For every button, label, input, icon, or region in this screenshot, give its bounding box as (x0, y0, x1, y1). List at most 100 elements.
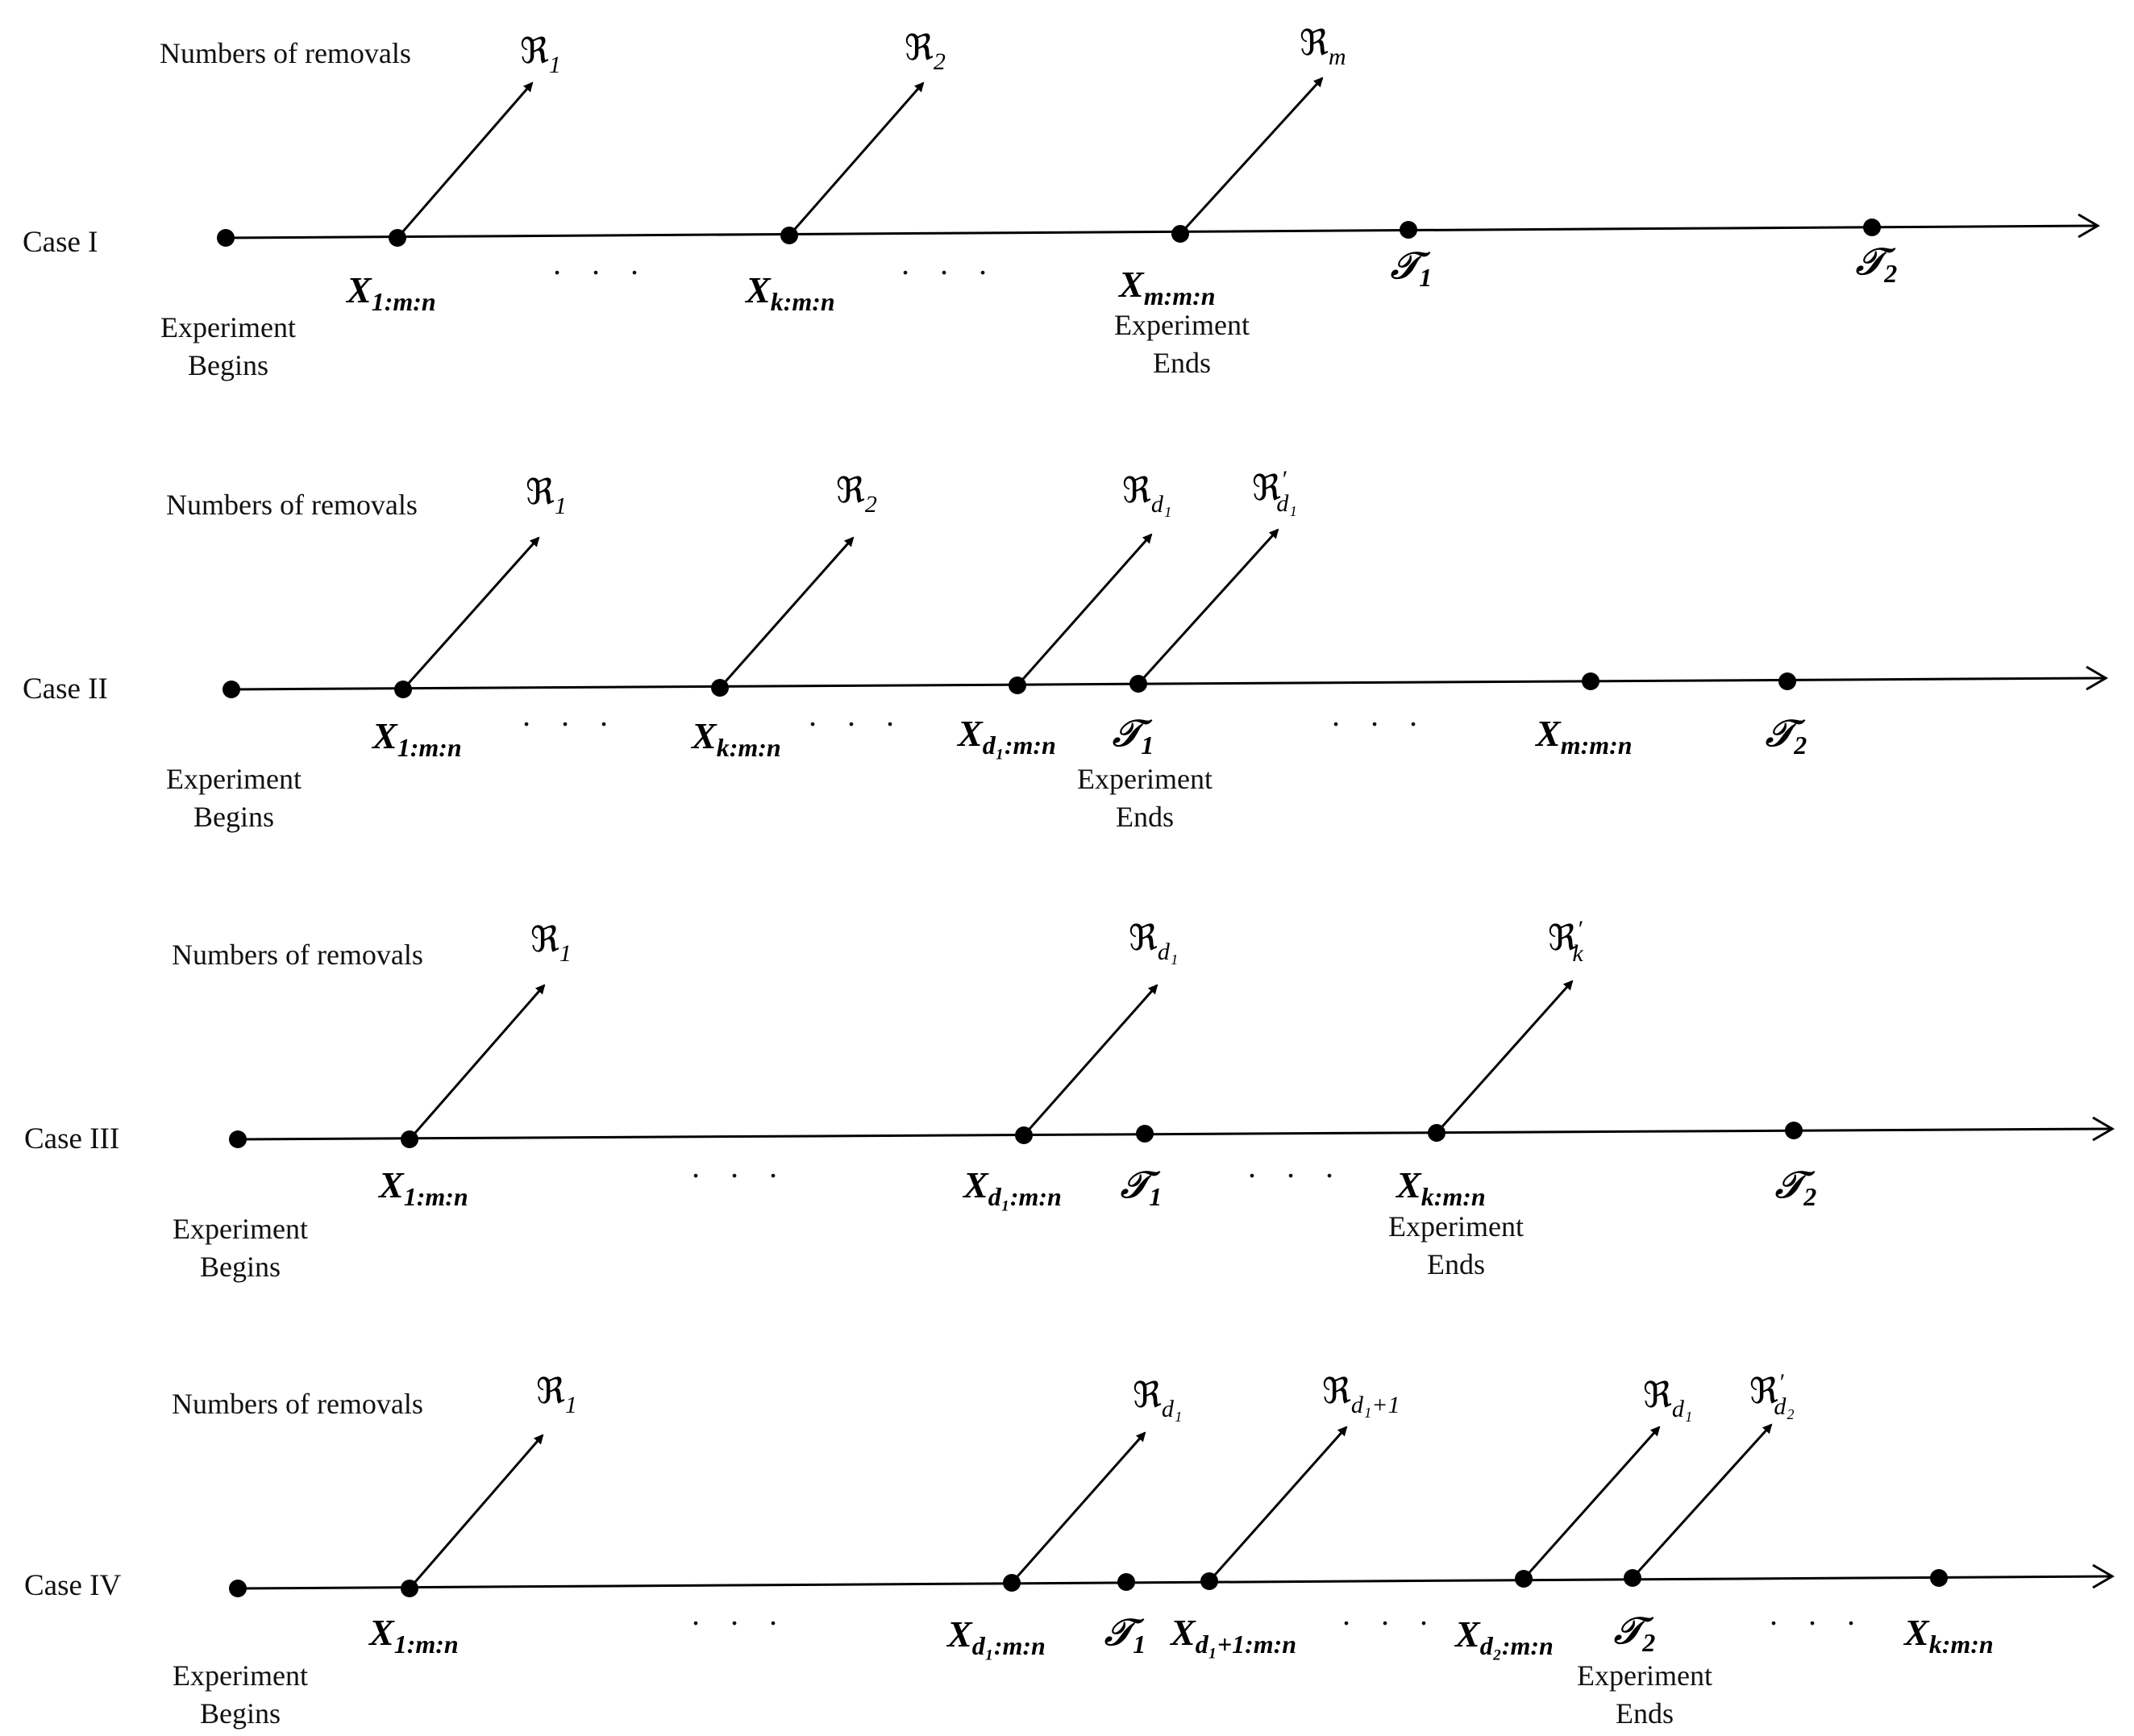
case-2-time-axis (231, 676, 2105, 691)
case-4-start-dot (229, 1580, 247, 1597)
case-4-removal-arrow-3 (1208, 1426, 1348, 1582)
case-2-ellipsis-3: . . . (1332, 697, 1429, 733)
case-2-point-label-t2: 𝒯2 (1765, 713, 1807, 760)
case-2-name: Case II (23, 672, 108, 706)
case-1-removal-arrow-1 (396, 81, 534, 239)
case-3-experiment-ends-2: Ends (1427, 1248, 1485, 1280)
case-4-point-t1 (1117, 1573, 1135, 1591)
case-1-time-axis (225, 224, 2097, 239)
case-1-removal-arrow-2 (788, 81, 925, 236)
case-2-experiment-ends-1: Experiment (1077, 763, 1213, 795)
case-2-experiment-ends-2: Ends (1116, 801, 1174, 833)
case-1-point-label-t1: 𝒯1 (1390, 245, 1432, 292)
case-3-point-label-x1: X1:m:n (377, 1164, 468, 1211)
case-4-experiment-begins-1: Experiment (173, 1659, 308, 1692)
case-1-panel: Numbers of removals Case I ℜ1 ℜ2 ℜm X1:m… (23, 23, 2100, 381)
case-3-experiment-ends-1: Experiment (1388, 1210, 1524, 1243)
case-2-axis-arrowhead (2086, 665, 2108, 691)
case-4-point-label-xd1p1: Xd₁+1:m:n (1169, 1612, 1296, 1659)
case-3-experiment-begins-2: Begins (200, 1251, 281, 1283)
case-2-point-label-t1: 𝒯1 (1112, 713, 1154, 760)
case-1-removal-label-3: ℜm (1300, 23, 1346, 70)
case-1-point-label-t2: 𝒯2 (1855, 241, 1897, 288)
case-4-removal-arrow-5 (1631, 1423, 1773, 1580)
case-2-point-label-xk: Xk:m:n (690, 715, 781, 762)
case-4-removal-label-5: ℜ′d₂ (1749, 1369, 1795, 1420)
case-2-start-dot (223, 681, 240, 698)
case-3-experiment-begins-1: Experiment (173, 1213, 308, 1245)
case-4-removal-arrow-4 (1522, 1426, 1661, 1580)
case-4-removal-label-3: ℜd₁+1 (1322, 1371, 1400, 1418)
case-4-removal-label-2: ℜd₁ (1133, 1375, 1182, 1422)
case-2-experiment-begins-1: Experiment (166, 763, 302, 795)
case-4-ellipsis-3: . . . (1770, 1596, 1866, 1632)
case-2-removal-arrow-2 (718, 536, 855, 689)
case-4-removal-label-4: ℜd₁ (1643, 1375, 1692, 1422)
case-3-point-label-xk: Xk:m:n (1395, 1164, 1486, 1211)
case-1-point-label-xk: Xk:m:n (744, 269, 835, 316)
case-1-point-t1 (1400, 221, 1417, 239)
case-4-panel: Numbers of removals Case IV ℜ1 ℜd₁ ℜd₁+1… (24, 1369, 2115, 1730)
case-2-removals-label: Numbers of removals (166, 489, 418, 521)
case-1-removal-label-2: ℜ2 (905, 27, 946, 75)
case-4-experiment-begins-2: Begins (200, 1697, 281, 1730)
case-2-point-label-x1: X1:m:n (371, 715, 462, 762)
case-1-experiment-ends-2: Ends (1153, 347, 1211, 379)
case-2-removal-label-3: ℜd₁ (1122, 470, 1171, 518)
case-2-removal-arrow-1 (401, 536, 540, 690)
case-4-time-axis (237, 1575, 2111, 1590)
case-4-axis-arrowhead (2092, 1563, 2115, 1589)
case-4-removal-label-1: ℜ1 (536, 1371, 577, 1418)
case-2-removal-arrow-3 (1016, 533, 1153, 686)
case-3-start-dot (229, 1130, 247, 1148)
case-2-ellipsis-2: . . . (809, 697, 905, 733)
case-4-experiment-ends-1: Experiment (1577, 1659, 1712, 1692)
case-2-removal-label-1: ℜ1 (526, 472, 567, 519)
case-3-removal-arrow-3 (1435, 980, 1574, 1134)
case-4-removal-arrow-1 (408, 1434, 544, 1589)
case-1-experiment-ends-1: Experiment (1114, 309, 1250, 341)
case-2-point-label-xm: Xm:m:n (1534, 713, 1633, 760)
case-2-ellipsis-1: . . . (522, 697, 619, 733)
case-2-experiment-begins-2: Begins (193, 801, 274, 833)
case-3-point-label-xd1: Xd₁:m:n (962, 1164, 1062, 1211)
case-3-removal-arrow-1 (408, 984, 546, 1140)
case-3-removals-label: Numbers of removals (172, 939, 423, 971)
case-4-ellipsis-2: . . . (1342, 1596, 1439, 1632)
case-4-point-label-x1: X1:m:n (368, 1612, 459, 1659)
case-3-time-axis (237, 1127, 2111, 1141)
case-2-point-t2 (1778, 672, 1796, 690)
case-4-point-label-t1: 𝒯1 (1104, 1612, 1146, 1659)
case-4-experiment-ends-2: Ends (1616, 1697, 1674, 1730)
case-3-point-t2 (1785, 1122, 1803, 1139)
case-1-removal-arrow-3 (1179, 77, 1324, 235)
case-4-point-label-xd1: Xd₁:m:n (946, 1613, 1046, 1660)
case-2-removal-arrow-4 (1137, 528, 1279, 685)
case-3-removal-label-2: ℜd₁ (1129, 918, 1178, 965)
case-4-point-label-xk: Xk:m:n (1903, 1612, 1994, 1659)
case-4-point-label-t2: 𝒯2 (1613, 1610, 1655, 1657)
case-1-removal-label-1: ℜ1 (520, 31, 561, 78)
case-1-name: Case I (23, 226, 98, 259)
case-3-removal-label-1: ℜ1 (530, 919, 572, 967)
case-3-panel: Numbers of removals Case III ℜ1 ℜd₁ ℜ′k … (24, 916, 2115, 1283)
case-2-point-label-xd1: Xd₁:m:n (956, 713, 1056, 760)
case-4-ellipsis-1: . . . (692, 1596, 788, 1632)
case-2-removal-label-2: ℜ2 (836, 470, 877, 518)
case-1-point-label-xm: Xm:m:n (1117, 264, 1216, 310)
case-3-removal-label-3: ℜ′k (1548, 916, 1583, 967)
case-1-experiment-begins-2: Begins (188, 349, 268, 381)
case-4-removal-arrow-2 (1010, 1431, 1146, 1584)
case-2-panel: Numbers of removals Case II ℜ1 ℜ2 ℜd₁ ℜ′… (23, 466, 2108, 833)
case-3-point-t1 (1136, 1125, 1154, 1143)
case-2-removal-label-4: ℜ′d₁ (1252, 466, 1297, 517)
case-1-experiment-begins-1: Experiment (160, 311, 296, 343)
case-4-removals-label: Numbers of removals (172, 1388, 423, 1420)
case-1-point-label-x1: X1:m:n (345, 269, 436, 316)
case-1-point-t2 (1863, 219, 1881, 236)
case-1-removals-label: Numbers of removals (160, 37, 411, 69)
case-1-ellipsis-2: . . . (901, 245, 998, 281)
case-4-point-label-xd2: Xd₂:m:n (1454, 1613, 1554, 1660)
case-2-point-xm (1582, 672, 1599, 690)
